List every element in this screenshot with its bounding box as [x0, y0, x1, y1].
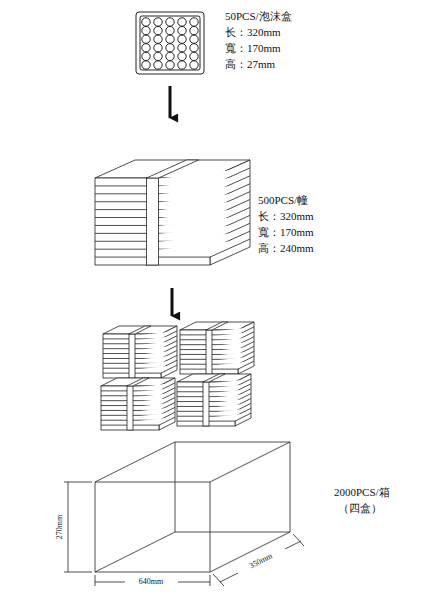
cell: [178, 52, 186, 60]
cell: [166, 26, 174, 34]
dimension-label: 640mm: [138, 577, 164, 587]
dimension: 高：240mm: [258, 242, 314, 255]
dimension: 寬：170mm: [258, 226, 314, 239]
stack: [95, 160, 250, 265]
down-arrow: [171, 288, 174, 316]
cell: [178, 44, 186, 52]
cell: [190, 18, 198, 26]
cell: [190, 44, 198, 52]
dimension: 长：320mm: [258, 210, 314, 223]
tray-stack: [95, 160, 250, 265]
cell: [154, 26, 162, 34]
stack: [180, 322, 254, 374]
foam-tray: [136, 12, 204, 74]
dimension-label: 270mm: [55, 514, 65, 540]
carton-count: 2000PCS/箱: [334, 486, 390, 499]
cell: [142, 35, 150, 43]
cell: [166, 61, 174, 69]
stack: [101, 378, 175, 430]
dimension: 高：27mm: [225, 58, 275, 71]
cell: [190, 35, 198, 43]
cell: [166, 18, 174, 26]
cell: [190, 52, 198, 60]
stack-count: 500PCS/幢: [258, 194, 308, 207]
cell: [178, 26, 186, 34]
cell: [142, 26, 150, 34]
four-stacks: [101, 322, 254, 430]
cell: [190, 26, 198, 34]
cell: [178, 35, 186, 43]
cell: [142, 44, 150, 52]
dimension-label: 350mm: [247, 551, 275, 572]
cell: [178, 18, 186, 26]
cell: [190, 61, 198, 69]
stack: [177, 374, 251, 426]
tray-count: 50PCS/泡沫盒: [225, 10, 292, 23]
cell: [166, 52, 174, 60]
cell: [154, 18, 162, 26]
cell: [166, 44, 174, 52]
carton-box: [64, 442, 304, 586]
dimension: 长：320mm: [225, 26, 281, 39]
down-arrow: [169, 86, 172, 118]
dimension: 寬：170mm: [225, 42, 281, 55]
cell: [154, 44, 162, 52]
cell: [154, 35, 162, 43]
cell: [154, 52, 162, 60]
note: （四盒）: [338, 502, 382, 515]
cell: [142, 61, 150, 69]
cell: [166, 35, 174, 43]
cell: [178, 61, 186, 69]
cell: [142, 52, 150, 60]
cell: [142, 18, 150, 26]
cell: [154, 61, 162, 69]
stack: [103, 326, 177, 378]
